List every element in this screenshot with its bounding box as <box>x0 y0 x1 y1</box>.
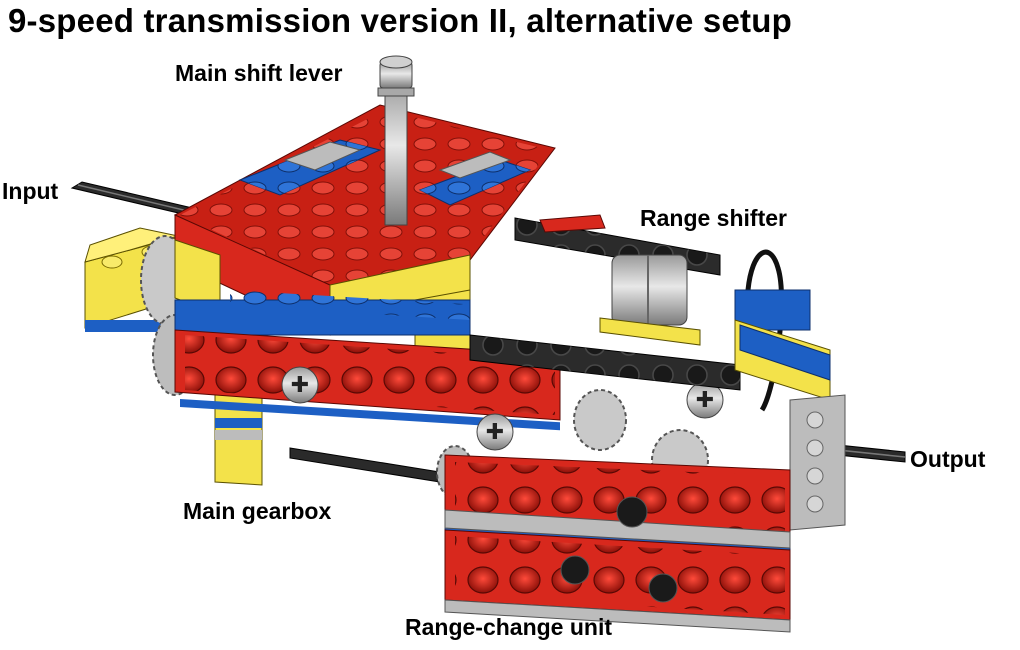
svg-text:✚: ✚ <box>696 388 714 413</box>
label-range-shifter: Range shifter <box>640 205 787 231</box>
range-shifter-slider <box>599 254 701 346</box>
label-output: Output <box>910 446 986 472</box>
label-input: Input <box>2 178 59 204</box>
label-range-change-unit: Range-change unit <box>405 614 613 640</box>
main-gearbox-technic-beam <box>174 329 561 431</box>
axle-pin-connectors: ✚ ✚ ✚ <box>281 366 724 451</box>
main-gearbox-top-plate <box>173 104 556 291</box>
main-gearbox-axle <box>289 447 441 483</box>
main-shift-lever <box>377 55 415 226</box>
range-change-unit <box>444 454 791 633</box>
diagram-title: 9-speed transmission version II, alterna… <box>8 2 792 39</box>
svg-text:✚: ✚ <box>486 420 504 445</box>
svg-text:✚: ✚ <box>291 373 309 398</box>
right-side-bricks <box>734 289 846 531</box>
label-main-shift-lever: Main shift lever <box>175 60 343 86</box>
label-main-gearbox: Main gearbox <box>183 498 332 524</box>
range-shifter-frame <box>469 214 741 391</box>
